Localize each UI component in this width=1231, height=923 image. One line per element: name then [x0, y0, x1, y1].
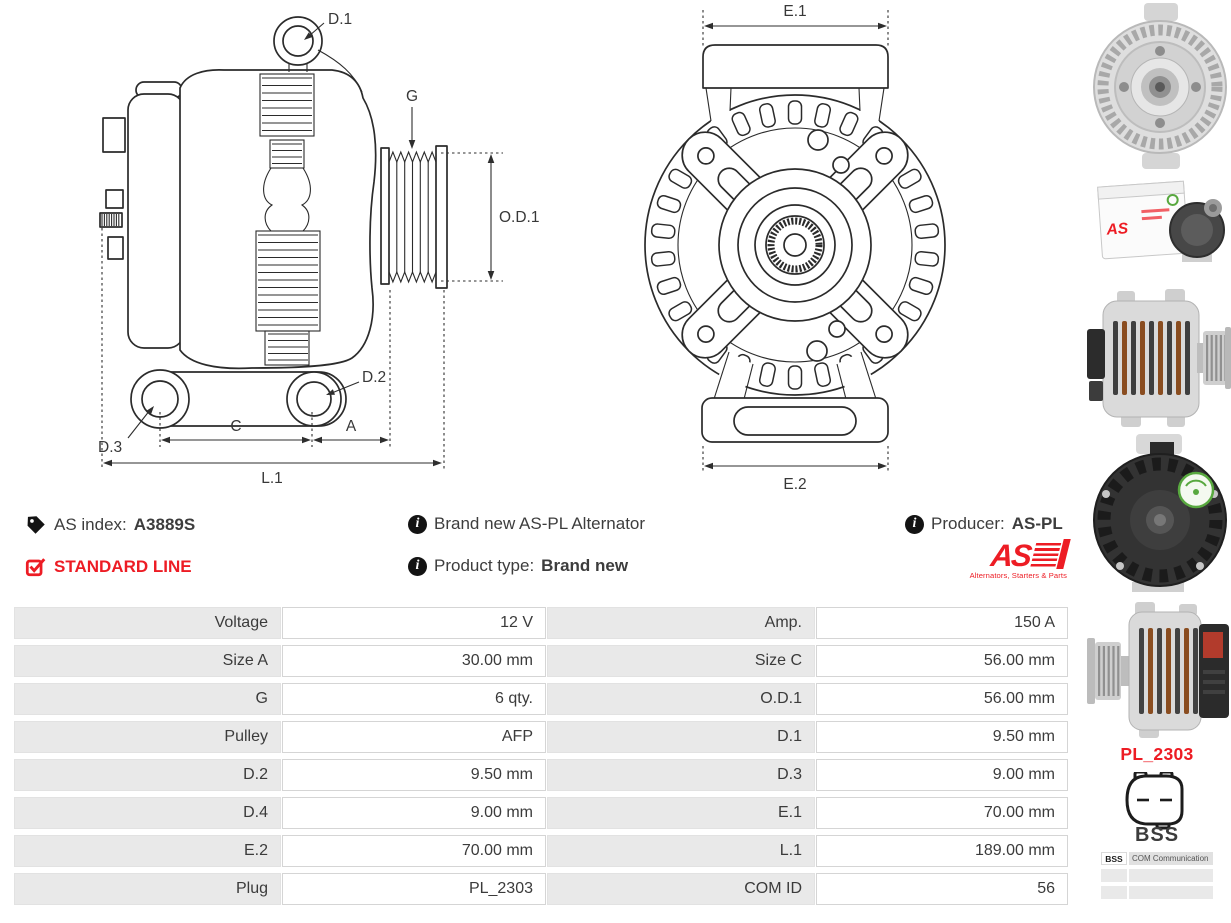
svg-text:AS: AS — [1105, 220, 1129, 239]
as-index-line: AS index: A3889S — [25, 514, 195, 536]
dim-label-l1: L.1 — [261, 470, 283, 487]
spec-value: 30.00 mm — [282, 645, 546, 677]
standard-line-label: STANDARD LINE — [54, 557, 192, 576]
product-type-line: i Product type: Brand new — [408, 556, 628, 576]
spec-value: 56 — [816, 873, 1068, 905]
spec-label: E.2 — [14, 835, 281, 867]
spec-label: Plug — [14, 873, 281, 905]
spec-label: E.1 — [547, 797, 815, 829]
dim-label-od1: O.D.1 — [499, 209, 539, 226]
product-photo-rear[interactable] — [1090, 434, 1230, 592]
dim-label-g: G — [406, 88, 418, 105]
producer-label: Producer: — [931, 514, 1005, 533]
spec-value: AFP — [282, 721, 546, 753]
dim-label-e1: E.1 — [783, 3, 806, 20]
tag-icon — [25, 514, 47, 536]
spec-label: O.D.1 — [547, 683, 815, 715]
spec-label: Pulley — [14, 721, 281, 753]
spec-value: 70.00 mm — [816, 797, 1068, 829]
plug-pin-row: BSS COM Communication — [1101, 852, 1213, 865]
technical-drawing-side-view: C A L.1 O.D.1 G D.1 D.2 D.3 — [98, 11, 539, 487]
spec-label: Size C — [547, 645, 815, 677]
spec-value: 150 A — [816, 607, 1068, 639]
standard-line: STANDARD LINE — [25, 556, 192, 578]
spec-label: Amp. — [547, 607, 815, 639]
spec-value: 9.50 mm — [816, 721, 1068, 753]
product-type-label: Product type: — [434, 556, 535, 575]
spec-label: COM ID — [547, 873, 815, 905]
product-photo-front[interactable] — [1092, 3, 1228, 171]
spec-value: 9.00 mm — [816, 759, 1068, 791]
spec-label: D.4 — [14, 797, 281, 829]
plug-table-placeholder-row — [1101, 886, 1213, 899]
producer-value: AS-PL — [1011, 514, 1063, 533]
product-type-value: Brand new — [541, 556, 629, 575]
spec-value: 56.00 mm — [816, 645, 1068, 677]
technical-drawing-front-view: E.1 E.2 — [644, 3, 946, 493]
spec-value: 12 V — [282, 607, 546, 639]
plug-code: PL_2303 — [1120, 744, 1194, 764]
plug-type-label: BSS — [1134, 824, 1180, 846]
plug-table-placeholder-row — [1101, 869, 1213, 882]
dim-label-d1: D.1 — [328, 11, 352, 28]
info-icon: i — [408, 556, 427, 576]
product-photo-side-2[interactable] — [1087, 600, 1231, 742]
checkbox-checked-icon — [25, 556, 47, 578]
product-photo-side[interactable] — [1087, 285, 1231, 433]
info-icon: i — [905, 514, 924, 534]
spec-label: G — [14, 683, 281, 715]
as-pl-logo: AS Alternators, Starters & Parts — [917, 538, 1071, 580]
dim-label-d2: D.2 — [362, 369, 386, 386]
dim-label-c: C — [230, 418, 241, 435]
product-photo-box[interactable]: AS — [1094, 170, 1226, 266]
as-index-value: A3889S — [133, 515, 196, 534]
spec-label: D.2 — [14, 759, 281, 791]
spec-value: 6 qty. — [282, 683, 546, 715]
producer-line: i Producer: AS-PL — [905, 514, 1063, 534]
spec-label: Voltage — [14, 607, 281, 639]
info-icon: i — [408, 514, 427, 534]
dim-label-d3: D.3 — [98, 439, 122, 456]
spec-label: Size A — [14, 645, 281, 677]
plug-pin-table: BSS COM Communication — [1101, 852, 1213, 899]
as-index-label: AS index: — [54, 515, 127, 534]
spec-value: 70.00 mm — [282, 835, 546, 867]
spec-label: D.3 — [547, 759, 815, 791]
as-pl-logo-tagline: Alternators, Starters & Parts — [969, 571, 1067, 580]
description-line: i Brand new AS-PL Alternator — [408, 514, 645, 534]
product-description: Brand new AS-PL Alternator — [434, 514, 646, 533]
spec-value: PL_2303 — [282, 873, 546, 905]
plug-pin-name: BSS — [1101, 852, 1127, 865]
spec-value: 189.00 mm — [816, 835, 1068, 867]
spec-value: 56.00 mm — [816, 683, 1068, 715]
dim-label-a: A — [346, 418, 357, 435]
spec-value: 9.50 mm — [282, 759, 546, 791]
as-pl-logo-word: AS — [989, 538, 1032, 573]
spec-label: L.1 — [547, 835, 815, 867]
plug-pin-description: COM Communication — [1129, 852, 1213, 865]
plug-connector-icon — [1125, 772, 1184, 830]
spec-value: 9.00 mm — [282, 797, 546, 829]
dim-label-e2: E.2 — [783, 476, 806, 493]
spec-label: D.1 — [547, 721, 815, 753]
